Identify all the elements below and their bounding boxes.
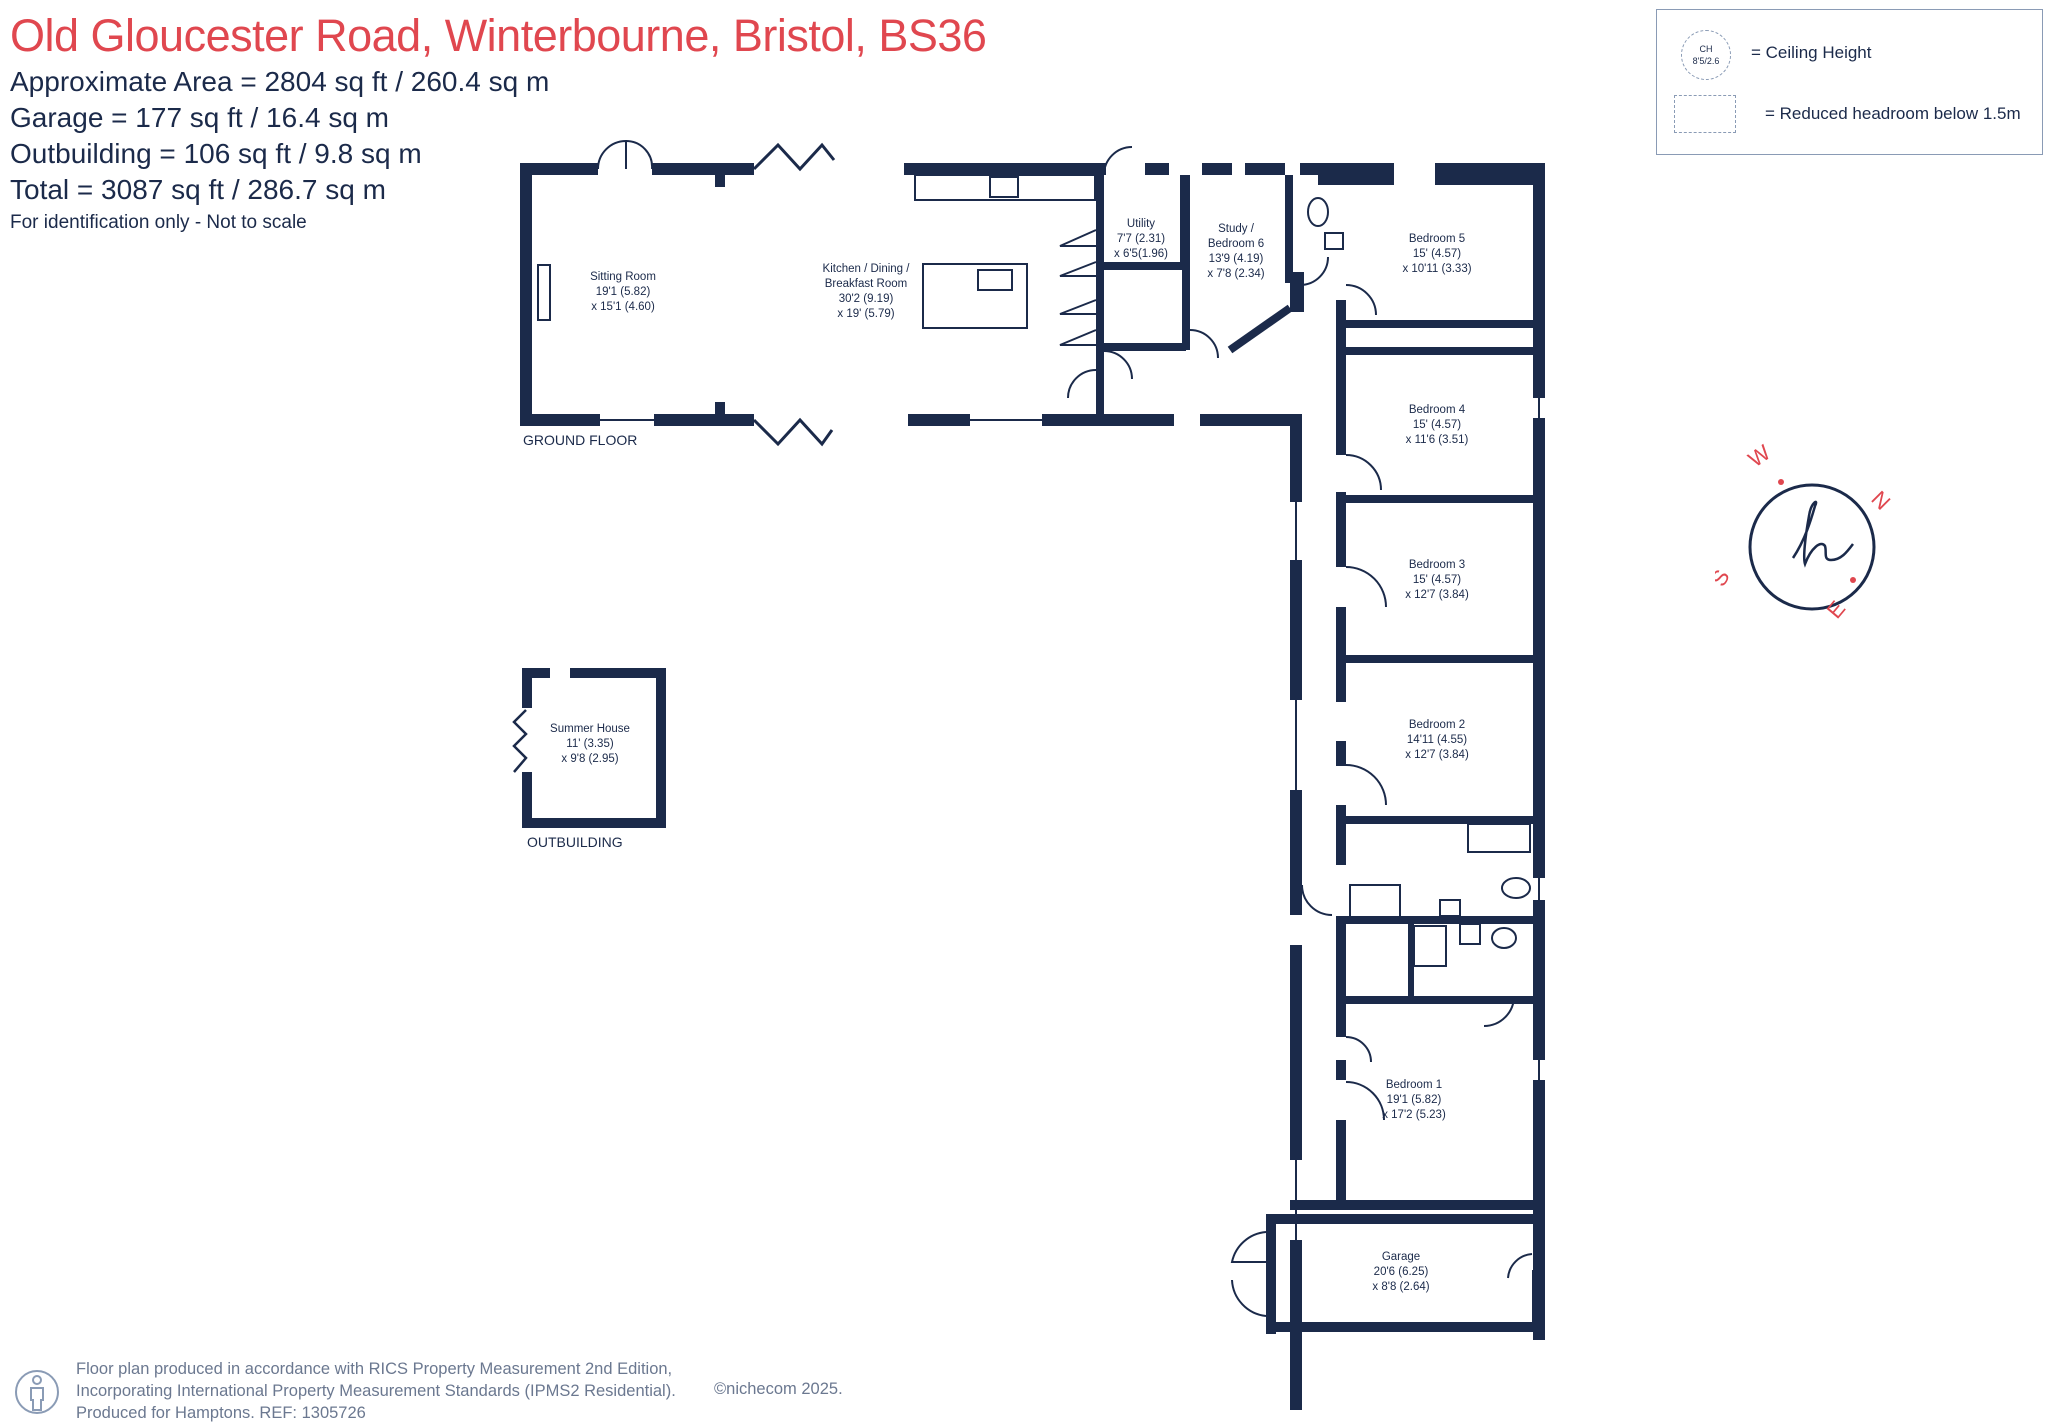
reduced-headroom-icon — [1674, 95, 1736, 133]
room-bedroom1: Bedroom 1 19'1 (5.82) x 17'2 (5.23) — [1382, 1078, 1446, 1123]
room-name: Summer House — [550, 723, 630, 735]
room-name: Breakfast Room — [824, 278, 908, 290]
footer-line: Floor plan produced in accordance with R… — [76, 1360, 673, 1378]
room-summer-house: Summer House 11' (3.35) x 9'8 (2.95) — [550, 722, 630, 767]
room-dim: 15' (4.57) — [1412, 574, 1462, 586]
ch-value: 8'5/2.6 — [1692, 56, 1720, 66]
room-dim: x 7'8 (2.34) — [1207, 268, 1265, 280]
room-name: Bedroom 2 — [1408, 719, 1466, 731]
room-name: Kitchen / Dining / — [822, 263, 910, 275]
compass-icon: W N S E — [1715, 440, 1895, 623]
room-dim: 20'6 (6.25) — [1373, 1266, 1429, 1278]
garage-area: Garage = 177 sq ft / 16.4 sq m — [10, 102, 389, 133]
measurement-standard-icon — [15, 1370, 59, 1414]
ceiling-height-icon: CH 8'5/2.6 — [1681, 30, 1731, 80]
approximate-area: Approximate Area = 2804 sq ft / 260.4 sq… — [10, 66, 550, 97]
room-dim: x 9'8 (2.95) — [561, 753, 619, 765]
room-name: Bedroom 5 — [1408, 233, 1466, 245]
room-garage: Garage 20'6 (6.25) x 8'8 (2.64) — [1372, 1250, 1429, 1295]
room-dim: 19'1 (5.82) — [1386, 1094, 1442, 1106]
compass-s: S — [1715, 565, 1735, 590]
room-name: Study / — [1218, 223, 1254, 235]
room-dim: x 12'7 (3.84) — [1405, 749, 1469, 761]
room-dim: 14'11 (4.55) — [1406, 734, 1468, 746]
outbuilding-area: Outbuilding = 106 sq ft / 9.8 sq m — [10, 138, 422, 169]
room-name: Utility — [1126, 218, 1156, 230]
footer-line: Incorporating International Property Mea… — [76, 1382, 676, 1400]
room-dim: x 10'11 (3.33) — [1402, 263, 1472, 275]
room-dim: x 11'6 (3.51) — [1405, 434, 1469, 446]
room-dim: x 8'8 (2.64) — [1372, 1281, 1430, 1293]
footer-text: Floor plan produced in accordance with R… — [76, 1358, 676, 1424]
reduced-headroom-label: = Reduced headroom below 1.5m — [1765, 104, 2021, 123]
room-dim: 15' (4.57) — [1412, 248, 1462, 260]
room-dim: x 17'2 (5.23) — [1382, 1109, 1446, 1121]
room-dim: x 6'5(1.96) — [1114, 248, 1168, 260]
identification-note: For identification only - Not to scale — [10, 212, 307, 233]
room-name: Bedroom 6 — [1207, 238, 1265, 250]
room-bedroom5: Bedroom 5 15' (4.57) x 10'11 (3.33) — [1402, 232, 1471, 277]
outbuilding-label: OUTBUILDING — [527, 834, 623, 850]
room-dim: x 12'7 (3.84) — [1405, 589, 1469, 601]
legend: CH 8'5/2.6 = Ceiling Height = Reduced he… — [1656, 9, 2043, 155]
room-name: Bedroom 3 — [1408, 559, 1466, 571]
doors-and-fixtures — [512, 139, 1540, 1317]
room-dim: 11' (3.35) — [566, 738, 614, 750]
room-study: Study / Bedroom 6 13'9 (4.19) x 7'8 (2.3… — [1207, 222, 1264, 282]
room-sitting: Sitting Room 19'1 (5.82) x 15'1 (4.60) — [590, 270, 656, 315]
copyright: ©nichecom 2025. — [714, 1380, 843, 1398]
room-name: Sitting Room — [590, 271, 656, 283]
room-dim: 7'7 (2.31) — [1116, 233, 1166, 245]
room-name: Bedroom 4 — [1408, 404, 1466, 416]
room-name: Bedroom 1 — [1385, 1079, 1443, 1091]
room-dim: 30'2 (9.19) — [838, 293, 894, 305]
ceiling-height-label: = Ceiling Height — [1751, 43, 1872, 62]
room-dim: 19'1 (5.82) — [595, 286, 651, 298]
room-bedroom2: Bedroom 2 14'11 (4.55) x 12'7 (3.84) — [1405, 718, 1469, 763]
footer-line: Produced for Hamptons. REF: 1305726 — [76, 1404, 366, 1422]
compass-w: W — [1744, 440, 1776, 472]
room-dim: x 19' (5.79) — [837, 308, 895, 320]
room-bedroom3: Bedroom 3 15' (4.57) x 12'7 (3.84) — [1405, 558, 1469, 603]
room-dim: 13'9 (4.19) — [1208, 253, 1264, 265]
room-dim: x 15'1 (4.60) — [591, 301, 655, 313]
room-kitchen: Kitchen / Dining / Breakfast Room 30'2 (… — [823, 262, 910, 322]
compass-n: N — [1866, 486, 1895, 515]
room-utility: Utility 7'7 (2.31) x 6'5(1.96) — [1114, 217, 1168, 262]
total-area: Total = 3087 sq ft / 286.7 sq m — [10, 174, 386, 205]
room-bedroom4: Bedroom 4 15' (4.57) x 11'6 (3.51) — [1406, 403, 1469, 448]
property-title: Old Gloucester Road, Winterbourne, Brist… — [10, 10, 987, 61]
header: Old Gloucester Road, Winterbourne, Brist… — [10, 8, 987, 234]
room-name: Garage — [1381, 1251, 1421, 1263]
room-dim: 15' (4.57) — [1412, 419, 1462, 431]
walls — [520, 163, 1545, 1410]
ch-label: CH — [1699, 44, 1713, 54]
ground-floor-label: GROUND FLOOR — [523, 432, 638, 448]
